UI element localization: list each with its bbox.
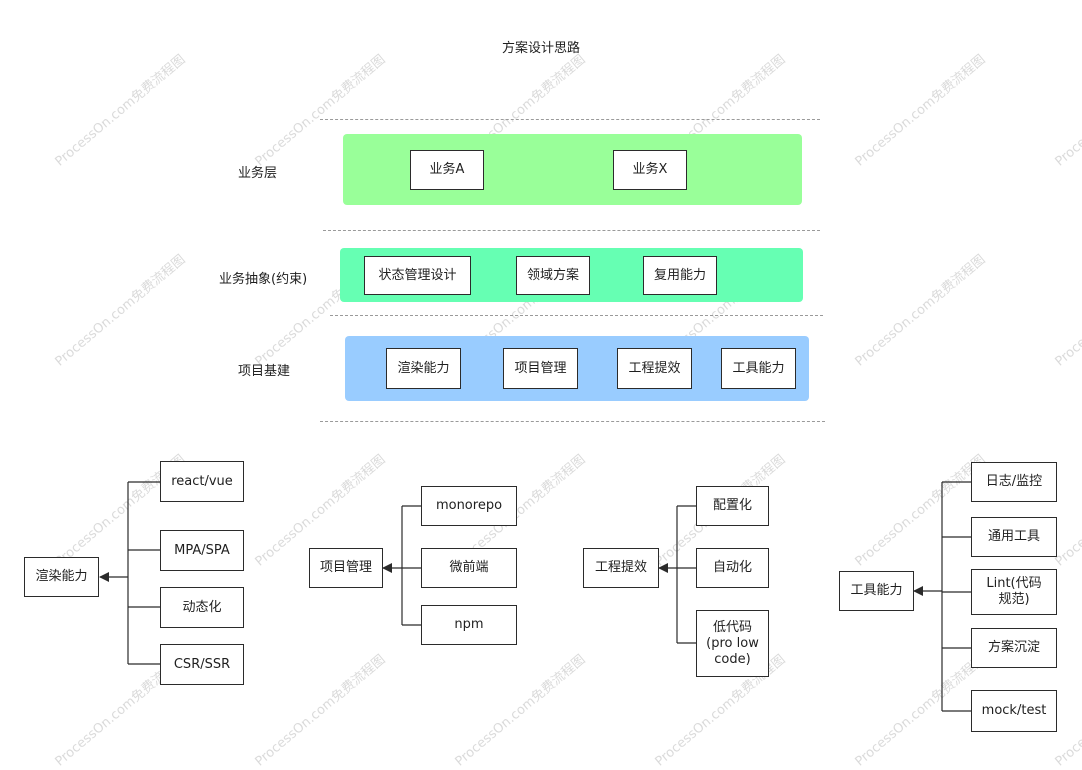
separator-bottom [320,421,825,422]
render-child-csr-ssr[interactable]: CSR/SSR [160,644,244,685]
business-a-box[interactable]: 业务A [410,150,484,190]
infra-tools-box[interactable]: 工具能力 [721,348,796,389]
reuse-capability-box[interactable]: 复用能力 [643,256,717,295]
render-child-react-vue[interactable]: react/vue [160,461,244,502]
domain-solution-box[interactable]: 领域方案 [516,256,590,295]
tools-child-utilities[interactable]: 通用工具 [971,517,1057,557]
project-child-npm[interactable]: npm [421,605,517,645]
efficiency-child-automation[interactable]: 自动化 [696,548,769,588]
efficiency-child-low-code[interactable]: 低代码(pro low code) [696,610,769,677]
render-tree-branch [128,481,160,665]
infra-layer-label: 项目基建 [238,364,291,379]
tools-tree-branch [942,481,971,712]
project-root-box[interactable]: 项目管理 [309,548,383,588]
separator-abstraction [330,315,823,316]
tools-child-mock-test[interactable]: mock/test [971,690,1057,732]
separator-top [320,119,820,120]
tools-child-logging[interactable]: 日志/监控 [971,462,1057,502]
project-tree-branch [402,505,421,626]
abstraction-layer-label: 业务抽象(约束) [219,272,308,287]
render-child-mpa-spa[interactable]: MPA/SPA [160,530,244,571]
efficiency-tree-branch [677,505,696,644]
state-management-box[interactable]: 状态管理设计 [364,256,471,295]
infra-efficiency-box[interactable]: 工程提效 [617,348,692,389]
tools-root-box[interactable]: 工具能力 [839,571,914,611]
tools-child-solutions[interactable]: 方案沉淀 [971,628,1057,668]
render-child-dynamic[interactable]: 动态化 [160,587,244,628]
efficiency-child-config[interactable]: 配置化 [696,486,769,526]
render-root-box[interactable]: 渲染能力 [24,557,99,597]
diagram-title: 方案设计思路 [501,41,580,56]
project-child-monorepo[interactable]: monorepo [421,486,517,526]
tools-child-lint[interactable]: Lint(代码规范) [971,569,1057,615]
business-x-box[interactable]: 业务X [613,150,687,190]
separator-business [323,230,820,231]
infra-render-box[interactable]: 渲染能力 [386,348,461,389]
project-child-microfrontend[interactable]: 微前端 [421,548,517,588]
efficiency-root-box[interactable]: 工程提效 [583,548,659,588]
infra-project-box[interactable]: 项目管理 [503,348,578,389]
business-layer-label: 业务层 [238,166,278,181]
